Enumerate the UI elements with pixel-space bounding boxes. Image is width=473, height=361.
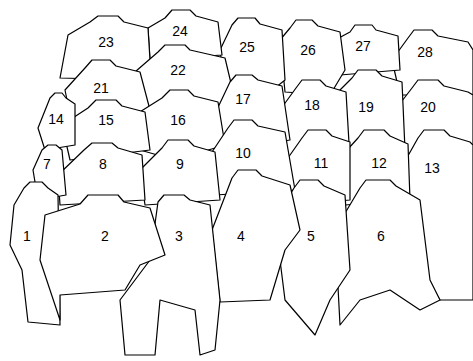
callout-number: 21 (93, 80, 109, 96)
callout-number: 25 (239, 39, 255, 55)
callout-number: 8 (99, 156, 107, 172)
callout-number: 5 (307, 228, 315, 244)
callout-number: 22 (170, 62, 186, 78)
callout-number: 23 (98, 34, 114, 50)
callout-number: 4 (237, 228, 245, 244)
callout-number: 2 (101, 228, 109, 244)
callout-number: 11 (314, 155, 329, 171)
silhouette (38, 93, 75, 150)
silhouette (212, 170, 300, 302)
callout-number: 7 (43, 156, 51, 172)
callout-number: 19 (358, 99, 374, 115)
callout-number: 15 (98, 112, 114, 128)
callout-number: 26 (300, 42, 316, 58)
silhouette (335, 180, 440, 325)
callout-number: 17 (235, 91, 251, 107)
callout-number: 9 (176, 156, 184, 172)
callout-number: 16 (170, 112, 186, 128)
callout-number: 6 (377, 228, 385, 244)
callout-number: 13 (424, 160, 440, 176)
callout-number: 24 (172, 23, 188, 39)
callout-number: 10 (235, 145, 251, 161)
callout-number: 20 (420, 99, 436, 115)
callout-number: 27 (355, 38, 371, 54)
callout-number: 1 (23, 228, 31, 244)
callout-number: 28 (417, 44, 433, 60)
callout-number: 18 (304, 97, 320, 113)
callout-number: 14 (48, 111, 64, 127)
silhouette (40, 195, 165, 320)
callout-number: 12 (371, 155, 387, 171)
callout-number: 3 (175, 228, 183, 244)
